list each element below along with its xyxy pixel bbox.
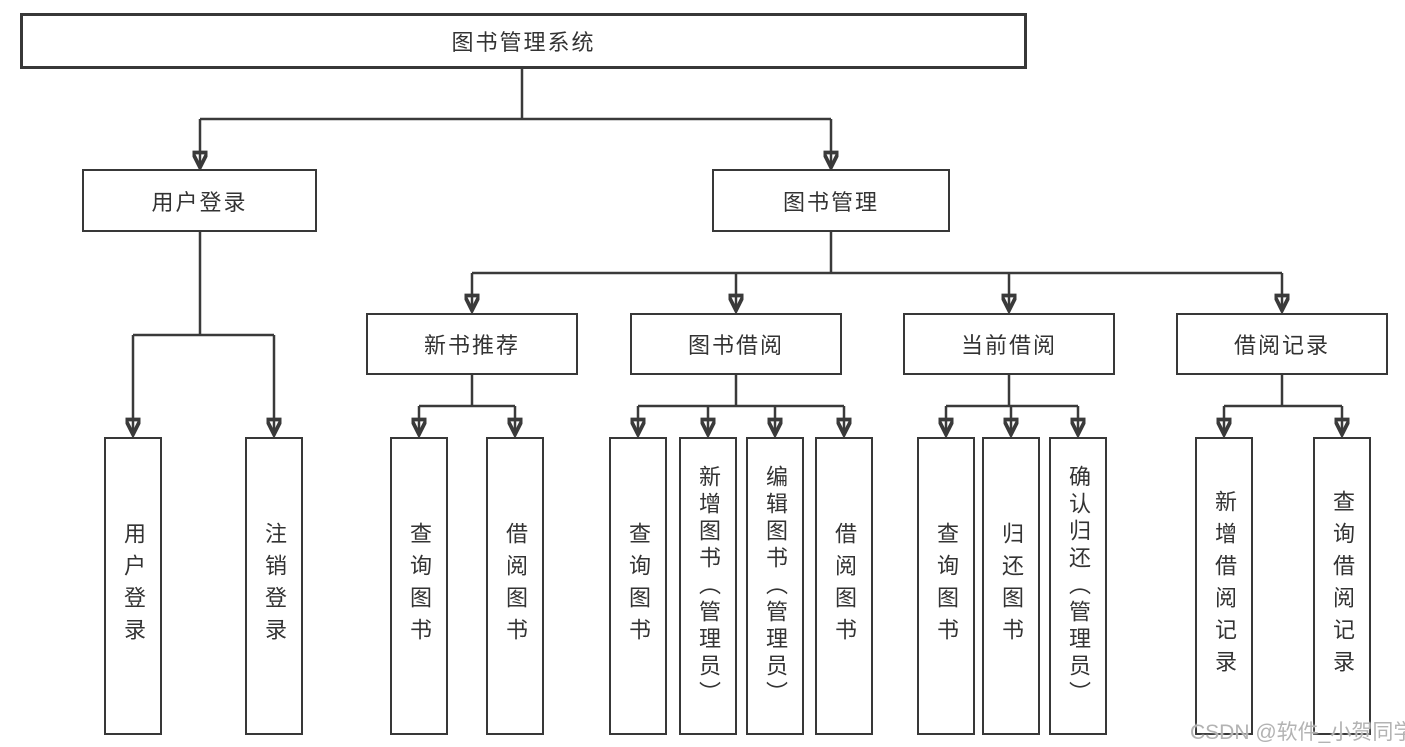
leaf-add-borrow-record: 新增借阅记录 [1195, 437, 1253, 735]
node-book-management: 图书管理 [712, 169, 950, 232]
connector-tree [133, 69, 1342, 433]
leaf-return-books: 归还图书 [982, 437, 1040, 735]
node-book-borrowing-label: 图书借阅 [687, 333, 784, 358]
leaf-confirm-return-admin-label: 确认归还（管理员） [1066, 464, 1091, 708]
node-new-book-recommendation: 新书推荐 [366, 313, 578, 375]
leaf-search-books-recommend-label: 查询图书 [407, 522, 432, 650]
leaf-add-books-admin: 新增图书（管理员） [679, 437, 737, 735]
leaf-logout-login: 注销登录 [245, 437, 303, 735]
node-user-login: 用户登录 [82, 169, 317, 232]
leaf-borrow-books: 借阅图书 [815, 437, 873, 735]
leaf-borrow-books-recommend: 借阅图书 [486, 437, 544, 735]
node-borrowing-records-label: 借阅记录 [1233, 333, 1330, 358]
leaf-user-login: 用户登录 [104, 437, 162, 735]
leaf-borrow-books-recommend-label: 借阅图书 [503, 522, 528, 650]
leaf-search-borrow-record-label: 查询借阅记录 [1330, 490, 1355, 682]
leaf-add-books-admin-label: 新增图书（管理员） [696, 464, 721, 708]
node-current-borrowing: 当前借阅 [903, 313, 1115, 375]
leaf-return-books-label: 归还图书 [999, 522, 1024, 650]
leaf-borrow-books-label: 借阅图书 [832, 522, 857, 650]
node-new-book-recommendation-label: 新书推荐 [423, 333, 520, 358]
node-book-management-label: 图书管理 [782, 189, 879, 215]
leaf-edit-books-admin: 编辑图书（管理员） [746, 437, 804, 735]
node-book-borrowing: 图书借阅 [630, 313, 842, 375]
leaf-edit-books-admin-label: 编辑图书（管理员） [763, 464, 788, 708]
leaf-user-login-label: 用户登录 [121, 522, 146, 650]
node-borrowing-records: 借阅记录 [1176, 313, 1388, 375]
node-user-login-label: 用户登录 [151, 189, 248, 215]
leaf-confirm-return-admin: 确认归还（管理员） [1049, 437, 1107, 735]
leaf-logout-login-label: 注销登录 [262, 522, 287, 650]
leaf-search-books-recommend: 查询图书 [390, 437, 448, 735]
leaf-search-books-current: 查询图书 [917, 437, 975, 735]
leaf-search-borrow-record: 查询借阅记录 [1313, 437, 1371, 735]
leaf-add-borrow-record-label: 新增借阅记录 [1212, 490, 1237, 682]
leaf-search-books-current-label: 查询图书 [934, 522, 959, 650]
csdn-watermark: CSDN @软件_小贺同学 [1190, 721, 1405, 744]
node-current-borrowing-label: 当前借阅 [960, 333, 1057, 358]
node-library-management-system-label: 图书管理系统 [451, 30, 596, 55]
node-library-management-system: 图书管理系统 [20, 13, 1027, 69]
leaf-search-books-borrow: 查询图书 [609, 437, 667, 735]
leaf-search-books-borrow-label: 查询图书 [626, 522, 651, 650]
